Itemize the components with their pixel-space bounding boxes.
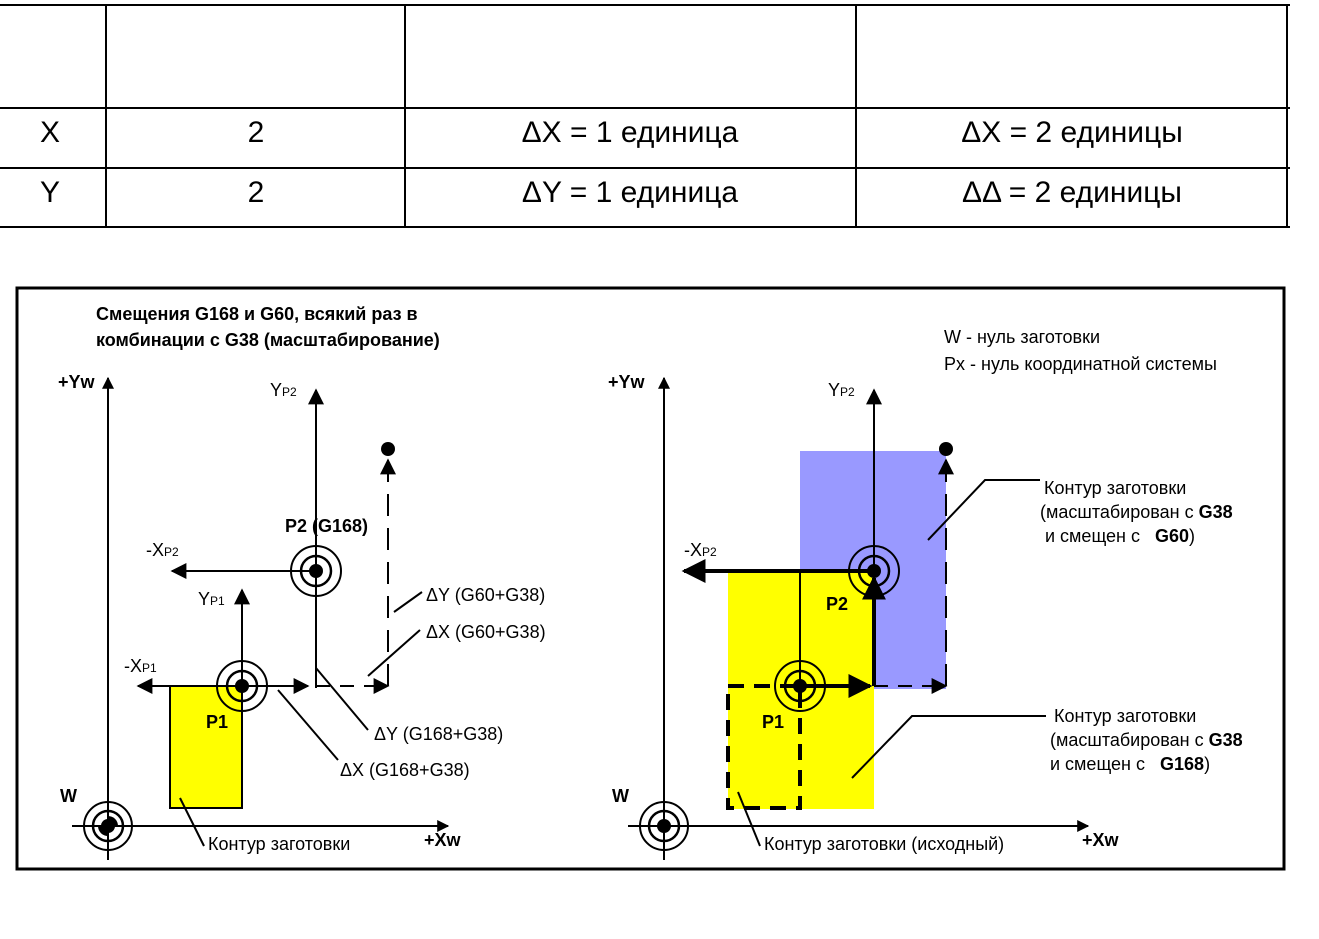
left-contour — [169, 685, 243, 809]
left-w-label: W — [60, 786, 77, 806]
table-rule — [105, 4, 107, 228]
right-p1-origin-icon — [774, 660, 826, 712]
left-leader — [277, 689, 339, 761]
left-xp2-label: -XP2 — [146, 540, 179, 560]
table-cell-axis: X — [40, 116, 61, 149]
left-title-line1: Смещения G168 и G60, всякий раз в — [96, 304, 418, 324]
left-p1-origin-icon — [216, 660, 268, 712]
right-p2-label: P2 — [826, 594, 848, 614]
table-rule — [0, 4, 1290, 6]
left-leader — [393, 591, 423, 613]
left-yp1-label: YP1 — [198, 589, 225, 609]
table-cell-value: 2 — [247, 116, 265, 149]
right-yw-label: +Yw — [608, 372, 646, 392]
table-rule — [855, 4, 857, 228]
figure-frame — [15, 286, 1286, 871]
left-leader — [315, 667, 369, 731]
right-contour-g168-line1: Контур заготовки — [1054, 706, 1196, 726]
right-leader-orig — [737, 791, 761, 847]
right-p2-origin-icon — [848, 545, 900, 597]
left-p2-origin-icon — [290, 545, 342, 597]
left-dx-g168-label: ΔX (G168+G38) — [340, 760, 470, 780]
right-contour-g60-line2: (масштабирован с G38 — [1040, 502, 1233, 522]
table-cell-delta-1: ΔX = 1 единица — [521, 116, 739, 149]
left-p1-label: P1 — [206, 712, 228, 732]
left-leader — [367, 629, 421, 677]
right-leader-g60 — [927, 479, 1040, 541]
table-cell-delta-1: ΔY = 1 единица — [521, 176, 739, 209]
table-rule — [0, 226, 1290, 228]
left-yw-label: +Yw — [58, 372, 96, 392]
table-cell-delta-2: ΔΔ = 2 единицы — [962, 176, 1182, 209]
right-p1-label: P1 — [762, 712, 784, 732]
right-yp2-label: YP2 — [828, 380, 855, 400]
right-xp2-label: -XP2 — [684, 540, 717, 560]
left-xp1-label: -XP1 — [124, 656, 157, 676]
left-contour-label: Контур заготовки — [208, 834, 350, 854]
left-dy-g168-label: ΔY (G168+G38) — [374, 724, 503, 744]
right-contour-g168-line2: (масштабирован с G38 — [1050, 730, 1243, 750]
table-cell-value: 2 — [247, 176, 265, 209]
left-xw-label: +Xw — [424, 830, 462, 850]
parameter-table: X 2 ΔX = 1 единица ΔX = 2 единицы Y 2 ΔY… — [0, 4, 1290, 230]
table-cell-delta-2: ΔX = 2 единицы — [961, 116, 1183, 149]
right-contour-orig-label: Контур заготовки (исходный) — [764, 834, 1004, 854]
right-contour-g60-line3: и смещен с G60) — [1040, 526, 1195, 546]
right-w-origin-icon — [639, 801, 689, 851]
table-rule — [0, 107, 1290, 109]
table-rule — [0, 167, 1290, 169]
left-dy-g60-label: ΔY (G60+G38) — [426, 585, 545, 605]
table-cell-axis: Y — [40, 176, 61, 209]
right-contour-g60-line1: Контур заготовки — [1044, 478, 1186, 498]
left-leader — [179, 797, 205, 847]
table-rule — [404, 4, 406, 228]
left-dx-g60-label: ΔX (G60+G38) — [426, 622, 546, 642]
right-leader-g168 — [851, 715, 1046, 779]
right-target-point — [939, 442, 953, 456]
right-contour-g168-line3: и смещен с G168) — [1050, 754, 1210, 774]
left-panel: Смещения G168 и G60, всякий раз в комбин… — [58, 304, 546, 860]
right-legend-px: Px - нуль координатной системы — [944, 354, 1217, 374]
left-target-point — [381, 442, 395, 456]
left-w-origin-icon — [83, 801, 133, 851]
right-original-contour — [726, 684, 802, 810]
left-title-line2: комбинации с G38 (масштабирование) — [96, 330, 440, 350]
right-w-label: W — [612, 786, 629, 806]
right-xw-label: +Xw — [1082, 830, 1120, 850]
table-rule — [1286, 4, 1288, 228]
left-p2-label: P2 (G168) — [285, 516, 368, 536]
right-legend-w: W - нуль заготовки — [944, 327, 1100, 347]
right-panel: W - нуль заготовки Px - нуль координатно… — [608, 327, 1243, 860]
left-yp2-label: YP2 — [270, 380, 297, 400]
